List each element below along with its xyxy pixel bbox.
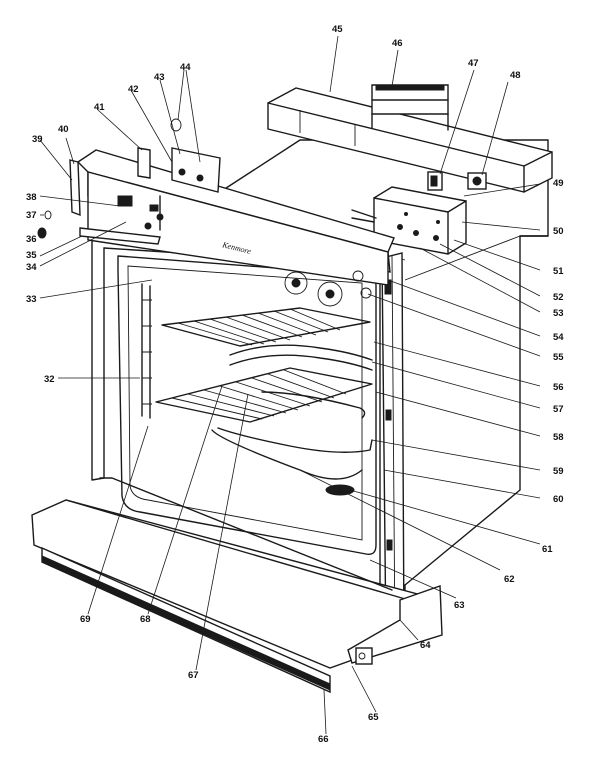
oven-door [31,477,443,694]
left-side-bracket [69,118,221,217]
control-panel: Kenmore [76,149,395,307]
limit-switch [467,172,487,190]
rack-supports [141,283,152,419]
callout-62: 62 [504,574,515,585]
callout-51: 51 [553,266,564,277]
callout-52: 52 [553,292,564,303]
callout-34: 34 [26,262,37,273]
callout-56: 56 [553,382,564,393]
callout-60: 60 [553,494,564,505]
callout-61: 61 [542,544,553,555]
callout-49: 49 [553,178,564,189]
callout-67: 67 [188,670,199,681]
callout-65: 65 [368,712,379,723]
thermostat-switch [427,171,443,191]
screws [37,210,52,239]
callout-36: 36 [26,234,37,245]
callout-39: 39 [32,134,43,145]
callout-45: 45 [332,24,343,35]
callout-labels: 45 46 47 48 49 50 51 52 53 54 55 56 57 5… [26,24,564,745]
callout-63: 63 [454,600,465,611]
callout-66: 66 [318,734,329,745]
callout-32: 32 [44,374,55,385]
vent-duct [267,87,553,193]
terminal-board [351,186,467,255]
callout-64: 64 [420,640,431,651]
leader-lines [39,35,541,735]
callout-58: 58 [553,432,564,443]
callout-43: 43 [154,72,165,83]
callout-40: 40 [58,124,69,135]
callout-69: 69 [80,614,91,625]
callout-33: 33 [26,294,37,305]
lower-oven-rack [155,367,373,423]
callout-48: 48 [510,70,521,81]
callout-35: 35 [26,250,37,261]
bake-element [217,391,373,453]
broil-pan [211,429,363,496]
callout-68: 68 [140,614,151,625]
lower-trim-strip [79,227,161,245]
callout-38: 38 [26,192,37,203]
callout-47: 47 [468,58,479,69]
callout-46: 46 [392,38,403,49]
callout-54: 54 [553,332,564,343]
side-trim [381,252,405,646]
callout-37: 37 [26,210,37,221]
callout-44: 44 [180,62,191,73]
vent-bracket [371,84,449,131]
callout-55: 55 [553,352,564,363]
callout-57: 57 [553,404,564,415]
callout-53: 53 [553,308,564,319]
callout-50: 50 [553,226,564,237]
callout-59: 59 [553,466,564,477]
upper-oven-rack [161,307,371,347]
callout-42: 42 [128,84,139,95]
broil-element [229,344,373,371]
callout-41: 41 [94,102,105,113]
